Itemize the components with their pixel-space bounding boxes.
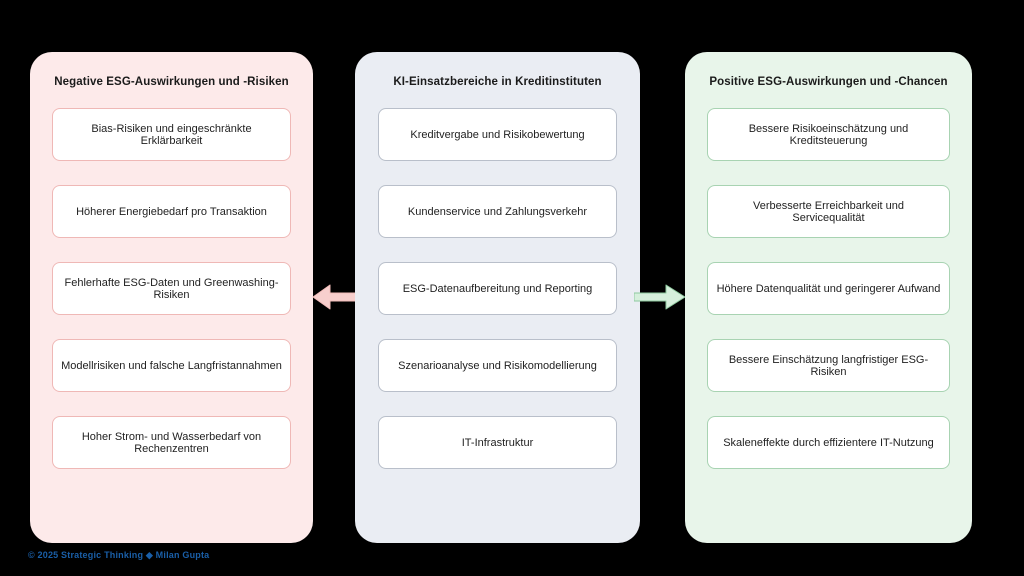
panel-ki-einsatzbereiche: KI-Einsatzbereiche in Kreditinstituten K… [355,52,640,543]
card-positive-1[interactable]: Bessere Risikoeinschätzung und Kreditste… [707,108,950,161]
panel-positive-card-list: Bessere Risikoeinschätzung und Kreditste… [685,108,972,469]
panel-positive-title: Positive ESG-Auswirkungen und -Chancen [709,76,948,88]
card-positive-5[interactable]: Skaleneffekte durch effizientere IT-Nutz… [707,416,950,469]
card-ki-3[interactable]: ESG-Datenaufbereitung und Reporting [378,262,617,315]
card-negative-1[interactable]: Bias-Risiken und eingeschränkte Erklärba… [52,108,291,161]
card-negative-4[interactable]: Modellrisiken und falsche Langfristannah… [52,339,291,392]
card-positive-2[interactable]: Verbesserte Erreichbarkeit und Servicequ… [707,185,950,238]
card-positive-4[interactable]: Bessere Einschätzung langfristiger ESG-R… [707,339,950,392]
panel-negative-esg: Negative ESG-Auswirkungen und -Risiken B… [30,52,313,543]
arrow-right-icon [634,284,686,310]
card-ki-1[interactable]: Kreditvergabe und Risikobewertung [378,108,617,161]
card-negative-3[interactable]: Fehlerhafte ESG-Daten und Greenwashing-R… [52,262,291,315]
panel-positive-esg: Positive ESG-Auswirkungen und -Chancen B… [685,52,972,543]
card-positive-3[interactable]: Höhere Datenqualität und geringerer Aufw… [707,262,950,315]
panel-negative-card-list: Bias-Risiken und eingeschränkte Erklärba… [30,108,313,469]
card-ki-5[interactable]: IT-Infrastruktur [378,416,617,469]
card-ki-4[interactable]: Szenarioanalyse und Risikomodellierung [378,339,617,392]
card-ki-2[interactable]: Kundenservice und Zahlungsverkehr [378,185,617,238]
footer-credit: © 2025 Strategic Thinking ◆ Milan Gupta [28,550,210,560]
panel-ki-card-list: Kreditvergabe und Risikobewertung Kunden… [355,108,640,469]
card-negative-2[interactable]: Höherer Energiebedarf pro Transaktion [52,185,291,238]
panel-negative-title: Negative ESG-Auswirkungen und -Risiken [54,76,289,88]
card-negative-5[interactable]: Hoher Strom- und Wasserbedarf von Rechen… [52,416,291,469]
panel-ki-title: KI-Einsatzbereiche in Kreditinstituten [393,76,602,88]
